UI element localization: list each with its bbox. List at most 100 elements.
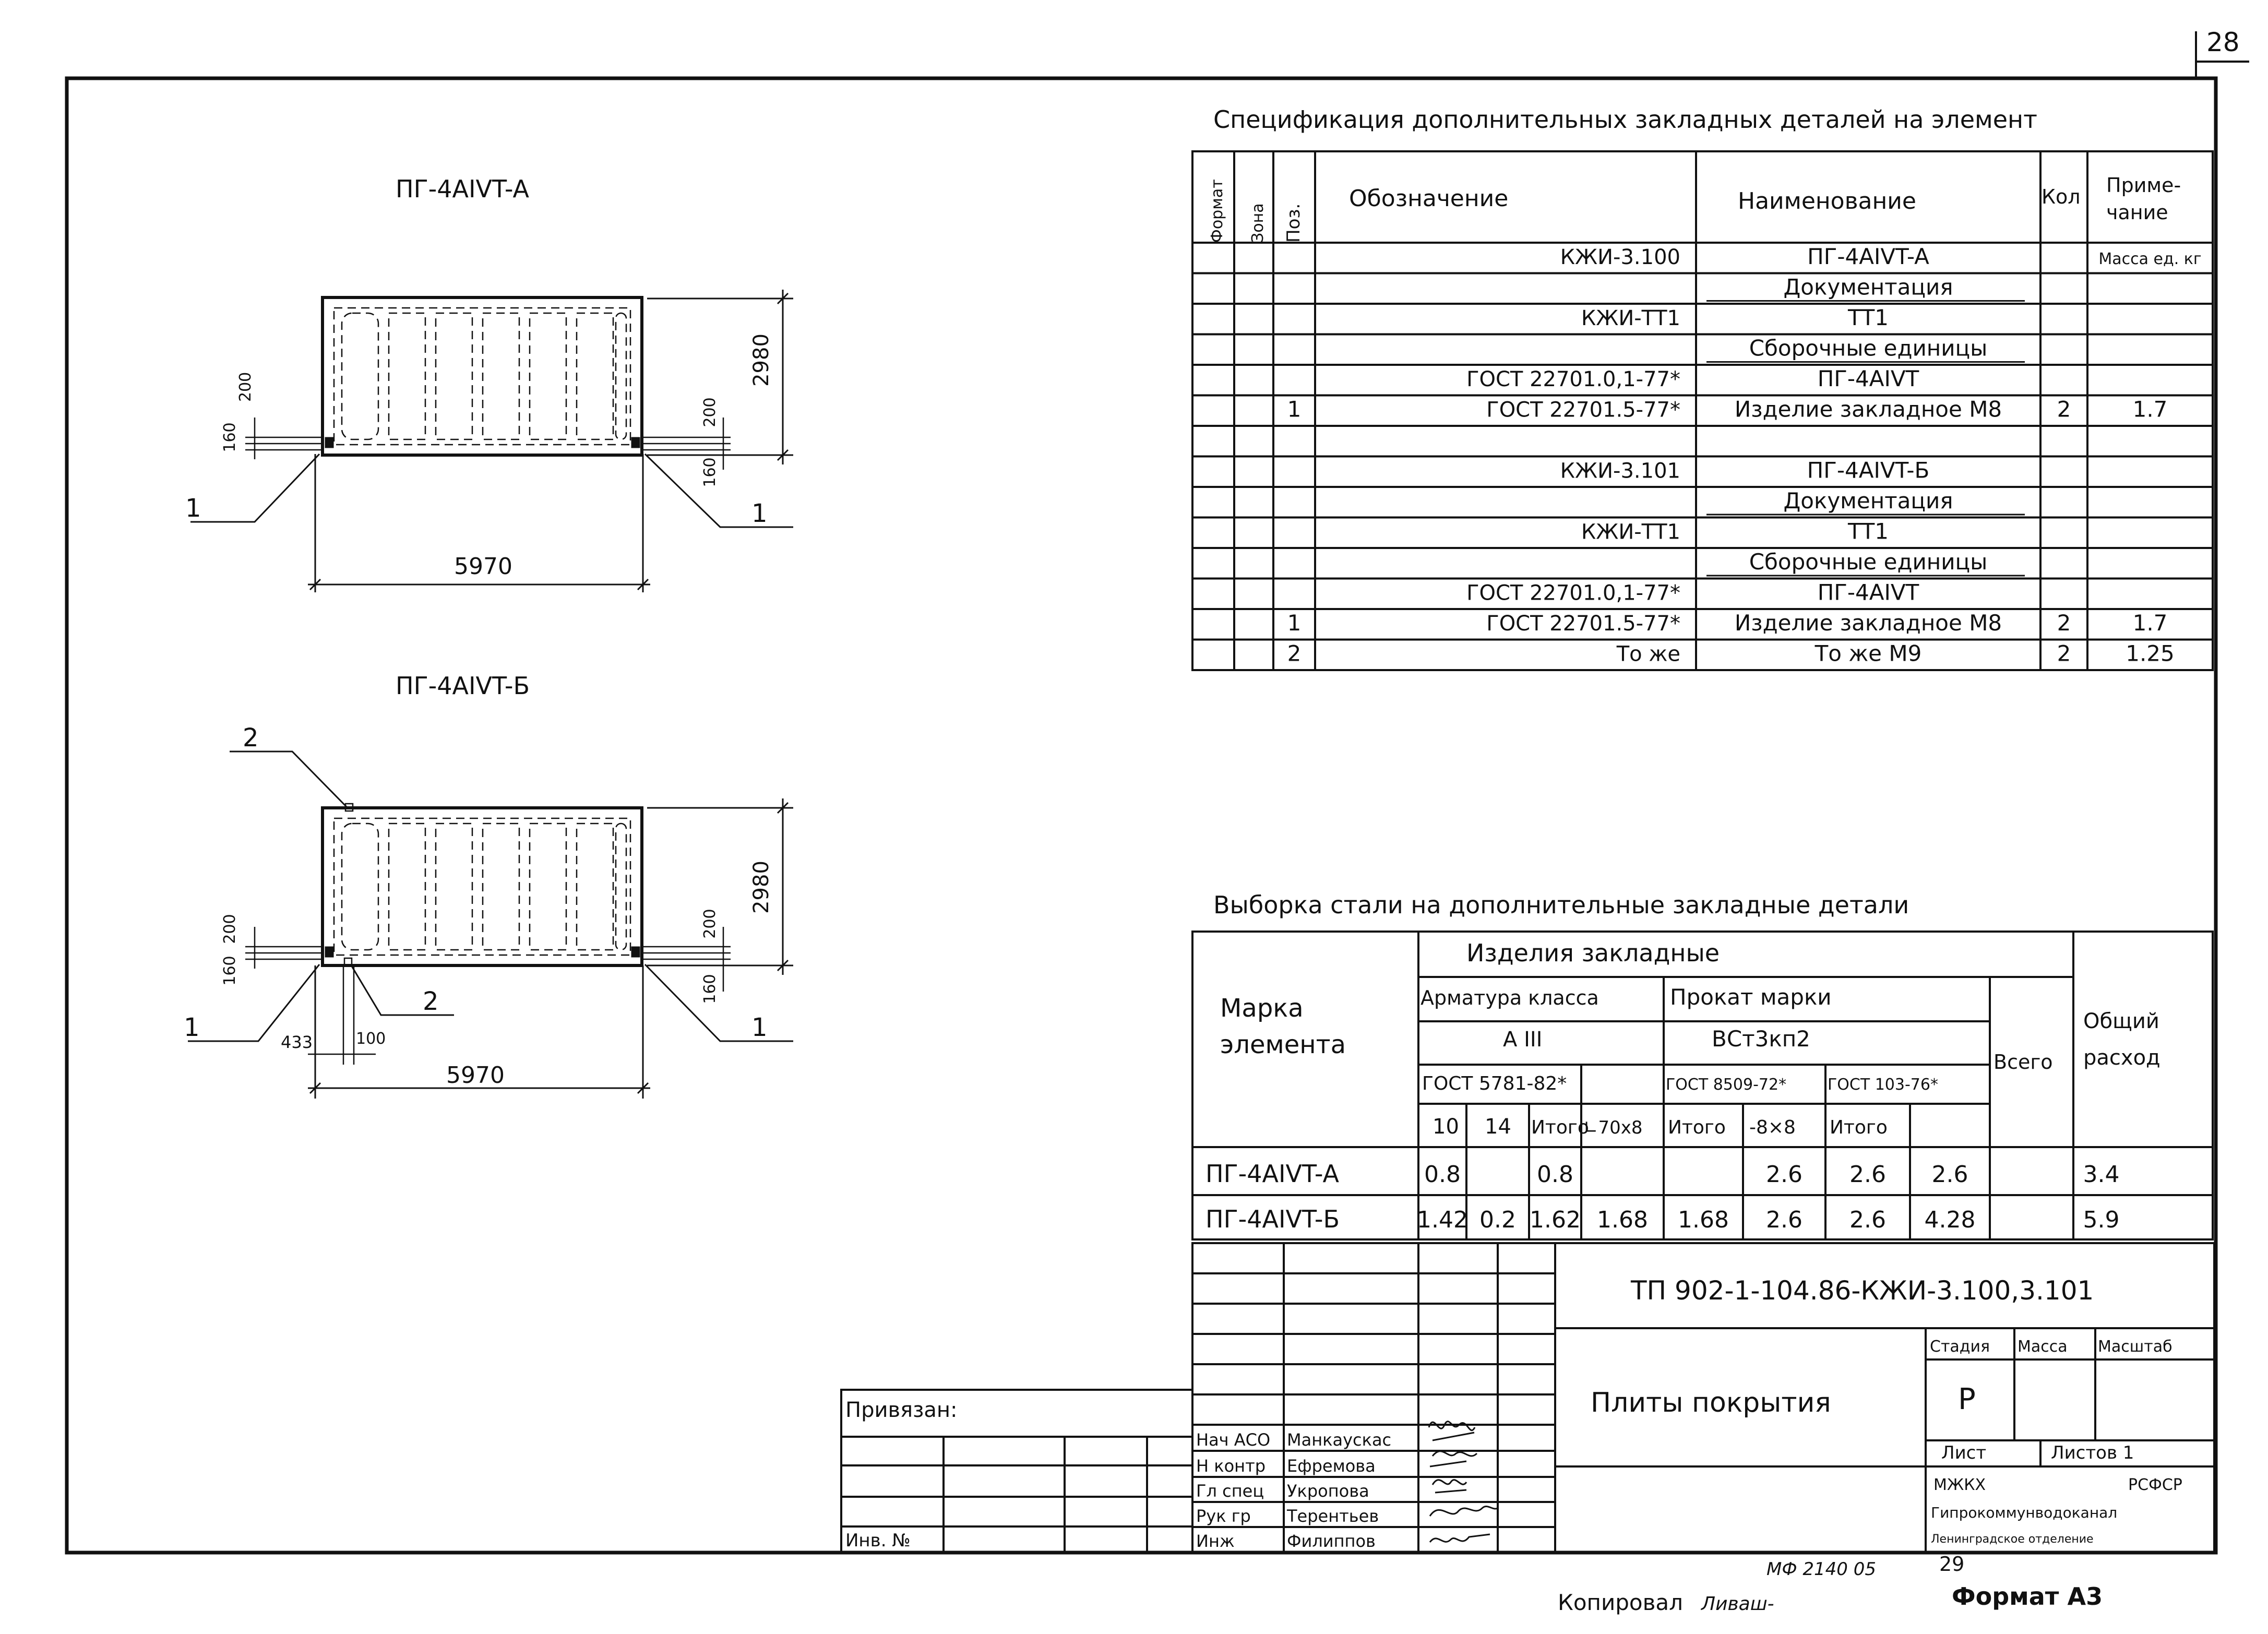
spec-header-pos: Поз. (1283, 204, 1304, 243)
stamp-person-role: Н контр (1196, 1456, 1266, 1476)
spec-row-designation: ГОСТ 22701.0,1-77* (1466, 367, 1680, 391)
spec-row-designation: КЖИ-3.100 (1560, 245, 1680, 269)
stamp-person-role: Нач АСО (1196, 1430, 1270, 1450)
spec-row-name: Изделие закладное М8 (1735, 610, 2002, 636)
stamp-person-role: Рук гр (1196, 1506, 1251, 1526)
spec-row-qty: 2 (2057, 396, 2071, 422)
view-a-callout-right: 1 (751, 499, 768, 528)
steel-header-mark-2: элемента (1220, 1030, 1346, 1059)
spec-header-zone: Зона (1249, 203, 1267, 243)
stamp-header-stage: Стадия (1930, 1338, 1990, 1356)
stamp-sheets: Листов 1 (2051, 1442, 2134, 1463)
spec-header-qty: Кол (2042, 185, 2081, 208)
steel-header-rolled-gost-2: ГОСТ 103-76* (1828, 1076, 1938, 1094)
steel-row-sum3: 2.6 (1849, 1161, 1886, 1188)
steel-row-total: 3.4 (2083, 1161, 2120, 1188)
steel-title: Выборка стали на дополнительные закладны… (1213, 891, 1909, 919)
footer-copied: Копировал (1558, 1590, 1683, 1615)
steel-header-all: Всего (1994, 1051, 2053, 1074)
stamp-person-name: Манкаускас (1287, 1430, 1391, 1450)
view-b-dim-right (643, 927, 731, 992)
view-a-right-dim-1: 160 (701, 457, 719, 487)
view-a: ПГ-4AIVT-A 5970 2980 (185, 175, 793, 592)
stamp-org-2: Гипрокоммунводоканал (1931, 1504, 2117, 1521)
steel-row-c10: 1.42 (1417, 1207, 1468, 1233)
view-a-dim-height (647, 290, 793, 464)
steel-header-rebar-class: А III (1503, 1028, 1542, 1052)
view-a-leader-right (644, 453, 793, 528)
footer-format: Формат А3 (1952, 1582, 2103, 1611)
steel-header-rolled: Прокат марки (1670, 984, 1832, 1010)
spec-header-note-1: Приме- (2106, 174, 2181, 197)
view-a-dim-right (643, 418, 731, 470)
spec-row-designation: ГОСТ 22701.5-77* (1486, 612, 1680, 636)
view-b-embed-right (631, 946, 640, 958)
spec-row-designation: КЖИ-ТТ1 (1581, 306, 1680, 330)
stamp-person-name: Укропова (1287, 1481, 1369, 1501)
steel-header-total-1: Общий (2083, 1009, 2159, 1033)
steel-sub-10: 10 (1433, 1115, 1459, 1139)
view-a-leader-left (190, 453, 320, 523)
steel-sub-strip: -8×8 (1749, 1117, 1796, 1138)
stamp-person-name: Ефремова (1287, 1456, 1376, 1476)
steel-sub-angle: ∟70х8 (1583, 1117, 1643, 1138)
view-b-callout-top: 2 (243, 723, 259, 753)
spec-row-name: ПГ-4AIVT-A (1807, 244, 1929, 269)
spec-row-designation: ГОСТ 22701.5-77* (1486, 398, 1680, 422)
stamp-bound: Привязан: (845, 1398, 958, 1422)
view-a-dim-left (245, 418, 321, 459)
view-a-width-label: 5970 (454, 553, 512, 580)
steel-row-mark: ПГ-4AIVT-A (1205, 1160, 1339, 1188)
steel-header-rebar: Арматура класса (1421, 986, 1599, 1009)
footer-number: 29 (1939, 1553, 1964, 1576)
spec-row-name: Документация (1783, 488, 1953, 514)
steel-row-sum3: 2.6 (1849, 1207, 1886, 1233)
stamp-stage: Р (1958, 1382, 1976, 1416)
view-b-title: ПГ-4AIVT-Б (396, 672, 530, 700)
spec-row-name: Изделие закладное М8 (1735, 396, 2002, 422)
spec-row-name: Сборочные единицы (1749, 335, 1988, 361)
steel-sub-14: 14 (1485, 1115, 1511, 1139)
spec-row-designation: ГОСТ 22701.0,1-77* (1466, 581, 1680, 605)
spec-header-note-2: чание (2106, 201, 2168, 224)
view-b-leader-top (230, 750, 348, 808)
spec-row-note: 1.25 (2126, 640, 2175, 666)
spec-row-note: 1.7 (2133, 610, 2168, 636)
spec-row-designation: КЖИ-3.101 (1560, 459, 1680, 483)
view-a-left-dim-2: 200 (236, 372, 255, 402)
view-b-dim-offset (308, 965, 376, 1065)
view-b-callout-left: 1 (184, 1013, 200, 1042)
sheet-number: 28 (2206, 27, 2240, 57)
view-b-height-label: 2980 (749, 861, 773, 914)
view-b-slab (321, 806, 643, 967)
stamp-content: ТП 902-1-104.86-КЖИ-3.100,3.101 Плиты по… (845, 1275, 2182, 1551)
view-b-embed-left (325, 946, 334, 958)
spec-header-format: Формат (1208, 179, 1226, 243)
spec-row-name: То же М9 (1815, 640, 1922, 666)
spec-row-qty: 2 (2057, 610, 2071, 636)
view-a-left-dim-1: 160 (221, 422, 239, 452)
view-b: ПГ-4AIVT-Б 5970 433 100 (184, 672, 793, 1099)
stamp-grid (840, 1242, 2215, 1554)
view-a-right-dim-2: 200 (701, 397, 719, 427)
stamp-inv: Инв. № (845, 1530, 911, 1551)
view-b-width-label: 5970 (446, 1062, 505, 1089)
stamp-person-role: Инж (1196, 1531, 1235, 1551)
stamp-header-mass: Масса (2018, 1338, 2068, 1356)
view-a-embed-left (325, 437, 334, 448)
view-b-left-dim-2: 200 (221, 914, 239, 944)
stamp-org-1b: РСФСР (2128, 1476, 2182, 1494)
spec-row-name: ТТ1 (1847, 518, 1889, 544)
steel-header-products: Изделия закладные (1466, 939, 1720, 967)
steel-row-mark: ПГ-4AIVT-Б (1205, 1205, 1340, 1233)
stamp-sheet: Лист (1941, 1442, 1986, 1463)
spec-row-name: ПГ-4AIVT-Б (1807, 457, 1930, 483)
stamp-person-role: Гл спец (1196, 1481, 1264, 1501)
spec-row-name: ПГ-4AIVT (1818, 579, 1919, 605)
view-a-callout-left: 1 (185, 494, 201, 523)
spec-row-qty: 2 (2057, 640, 2071, 666)
stamp-header-scale: Масштаб (2098, 1338, 2172, 1356)
view-b-left-dim-1: 160 (221, 956, 239, 985)
